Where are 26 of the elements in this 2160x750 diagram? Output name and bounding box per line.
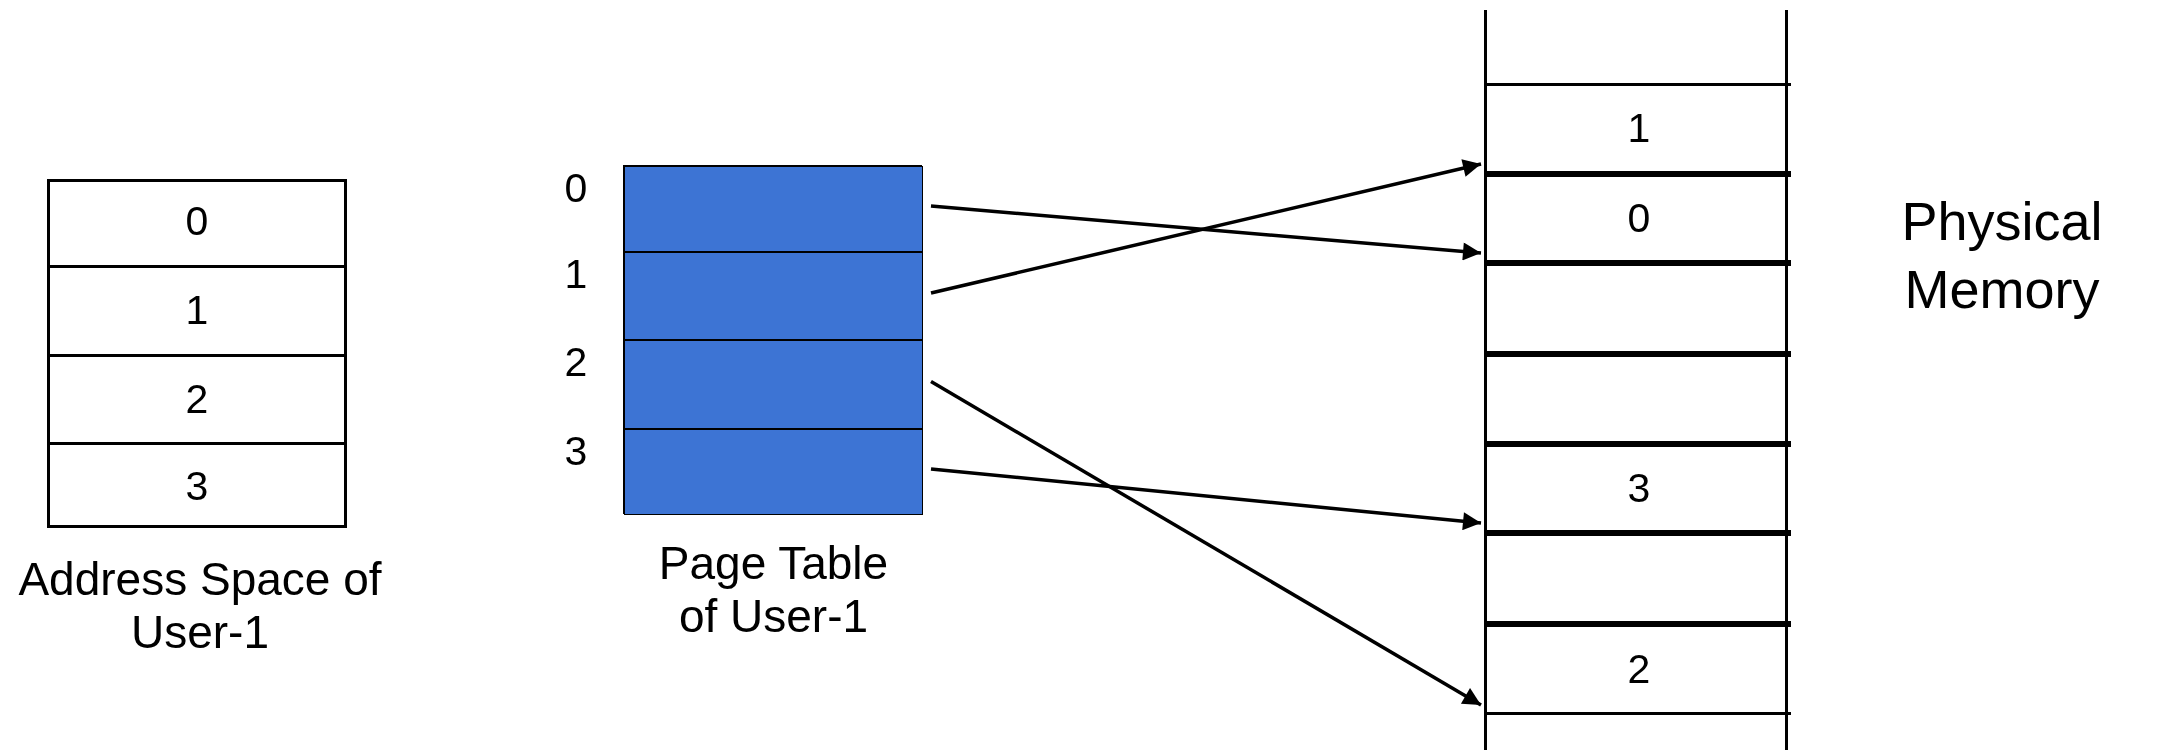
memory-frame [1487,83,1791,174]
memory-frame [1487,533,1791,624]
index-label: 0 [563,165,589,213]
frame-number: 1 [184,287,210,335]
arrow [930,204,1482,261]
arrow [930,467,1482,531]
arrow [930,380,1482,707]
memory-frame [1487,354,1791,444]
memory-frame [1487,444,1791,533]
memory-frame [1487,174,1791,263]
frame-number: 0 [1626,194,1652,243]
frame-number: 3 [1626,464,1652,513]
frame-number: 2 [1626,645,1652,694]
node-label: Page Table of User-1 [657,537,890,643]
node-label: Physical Memory [1900,190,2104,321]
frame-number: 0 [184,198,210,246]
memory-frame [1487,624,1791,715]
arrow [930,159,1482,295]
index-label: 1 [563,251,589,299]
frame-number: 1 [1626,104,1652,153]
node-label: Address Space of User-1 [17,553,383,659]
frame-number: 3 [184,462,210,511]
index-label: 2 [563,339,589,387]
index-label: 3 [563,428,589,476]
frame-number: 2 [184,375,210,424]
memory-frame [1487,263,1791,354]
